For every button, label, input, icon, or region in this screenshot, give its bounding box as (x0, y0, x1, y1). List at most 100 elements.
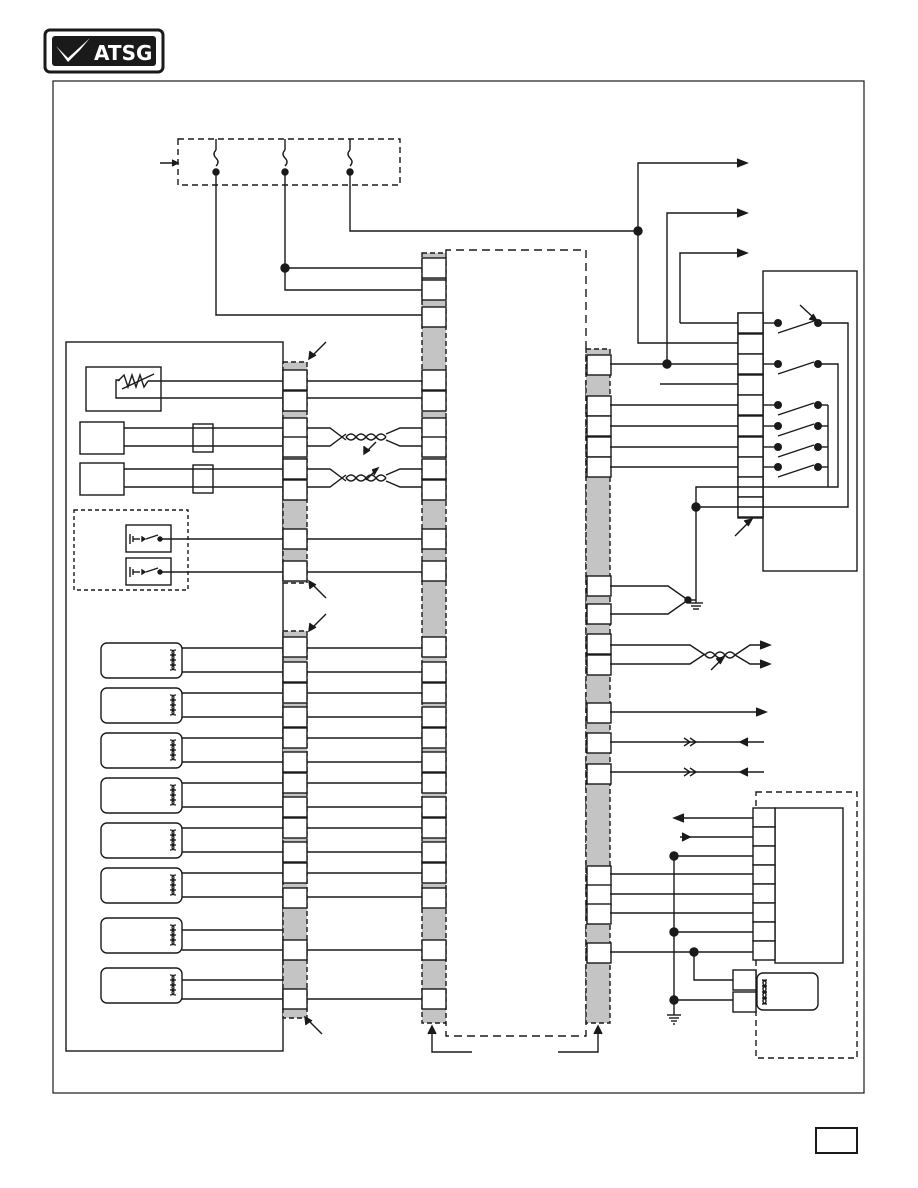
connector-pin (752, 902, 776, 923)
connector-pin (282, 862, 308, 884)
connector-pin (586, 395, 612, 417)
connector-pin (282, 390, 308, 412)
solenoid-coil-icon (169, 924, 175, 946)
connector-pin (282, 706, 308, 728)
solenoid-coil-icon (169, 649, 175, 671)
connector-pin (586, 732, 612, 754)
connector-pin (282, 636, 308, 658)
switch-blade (777, 402, 815, 416)
switch-blade (777, 361, 815, 375)
connector-pin (752, 940, 776, 961)
page-number-box (815, 1127, 858, 1154)
connector-pin (421, 772, 447, 794)
connector-pin (421, 417, 447, 439)
solenoid (100, 687, 183, 724)
switch-blade (777, 320, 815, 334)
solenoid-coil-icon (171, 739, 177, 761)
wires-right (610, 359, 772, 1025)
solenoid-coil-icon (171, 874, 177, 896)
speed-sensor-1 (79, 421, 283, 455)
connector-pin (282, 417, 308, 439)
connector-pin (752, 883, 776, 904)
temp-sensor (85, 366, 283, 412)
splice-icon (774, 360, 782, 368)
connector-pin (586, 575, 612, 597)
ground-icon (667, 1014, 681, 1025)
solenoid-coil-icon (171, 924, 177, 946)
solenoid-coil-icon (761, 979, 768, 1005)
connector-pin (282, 458, 308, 480)
connector-pin (737, 456, 764, 478)
connector-pin (421, 751, 447, 773)
logo-check-icon (56, 38, 90, 62)
connector-pin (421, 988, 447, 1010)
connector-pin (421, 436, 447, 458)
connector-pin (421, 706, 447, 728)
diagram-frame (52, 80, 865, 1094)
top-right-outputs (633, 158, 749, 364)
range-switch-box (734, 270, 858, 572)
connector-pin (282, 887, 308, 909)
connector-pin (421, 661, 447, 683)
fuse-icon (212, 139, 354, 176)
wires-left (307, 380, 422, 1000)
twisted-pair-icon (610, 640, 772, 671)
fuse-box (160, 138, 638, 316)
connector-pin (421, 560, 447, 582)
connector-pin (586, 654, 612, 676)
connector-pin (752, 921, 776, 942)
connector-pin (421, 636, 447, 658)
switch-icon (763, 319, 822, 478)
connector-pin (282, 796, 308, 818)
atsg-logo: ATSG (43, 28, 165, 74)
splice-icon (774, 401, 782, 409)
tcm-module (445, 249, 587, 1037)
bottom-right-module (732, 791, 858, 1059)
solenoid-coil-icon (169, 784, 175, 806)
solenoid-coil-icon (169, 739, 175, 761)
connector-pin (282, 751, 308, 773)
connector-pin (421, 458, 447, 480)
connector-pin (737, 394, 764, 416)
pressure-switch-group (73, 509, 283, 591)
ground-icon (689, 600, 703, 610)
connector-pin (586, 603, 612, 625)
connector-pin (421, 727, 447, 749)
connector-pin (421, 887, 447, 909)
connector-pin (586, 354, 612, 376)
solenoid-coil-icon (169, 694, 175, 716)
connector-pin (421, 796, 447, 818)
connector-pin (282, 682, 308, 704)
tcm-connector-right (585, 348, 612, 1024)
solenoid (100, 732, 183, 769)
connector-pin (282, 939, 308, 961)
connector-pin (737, 312, 764, 334)
connector-pin (421, 479, 447, 501)
solenoid-coil-icon (171, 694, 177, 716)
connector-pin (586, 436, 612, 458)
connector-pin (282, 661, 308, 683)
connector-pin (586, 763, 612, 785)
twisted-pair-icon (307, 466, 422, 488)
splice-icon (774, 443, 782, 451)
connector-callout-arrows (427, 1024, 603, 1053)
left-component-block (65, 341, 284, 1052)
solenoid-coil-icon (171, 784, 177, 806)
connector-pin (282, 560, 308, 582)
connector-pin (282, 727, 308, 749)
connector-pin (586, 903, 612, 925)
connector-pin (421, 862, 447, 884)
connector-pin (752, 826, 776, 847)
solenoid-coil-icon (171, 649, 177, 671)
connector-pin (421, 682, 447, 704)
logo-text: ATSG (94, 41, 152, 65)
connector-pin (421, 306, 447, 328)
connector-pin (421, 279, 447, 301)
connector-pin (586, 942, 612, 964)
connector-pin (421, 369, 447, 391)
solenoid (100, 642, 183, 679)
twisted-pair-icon (307, 427, 422, 456)
connector-pin (282, 528, 308, 550)
connector-pin (737, 436, 764, 458)
